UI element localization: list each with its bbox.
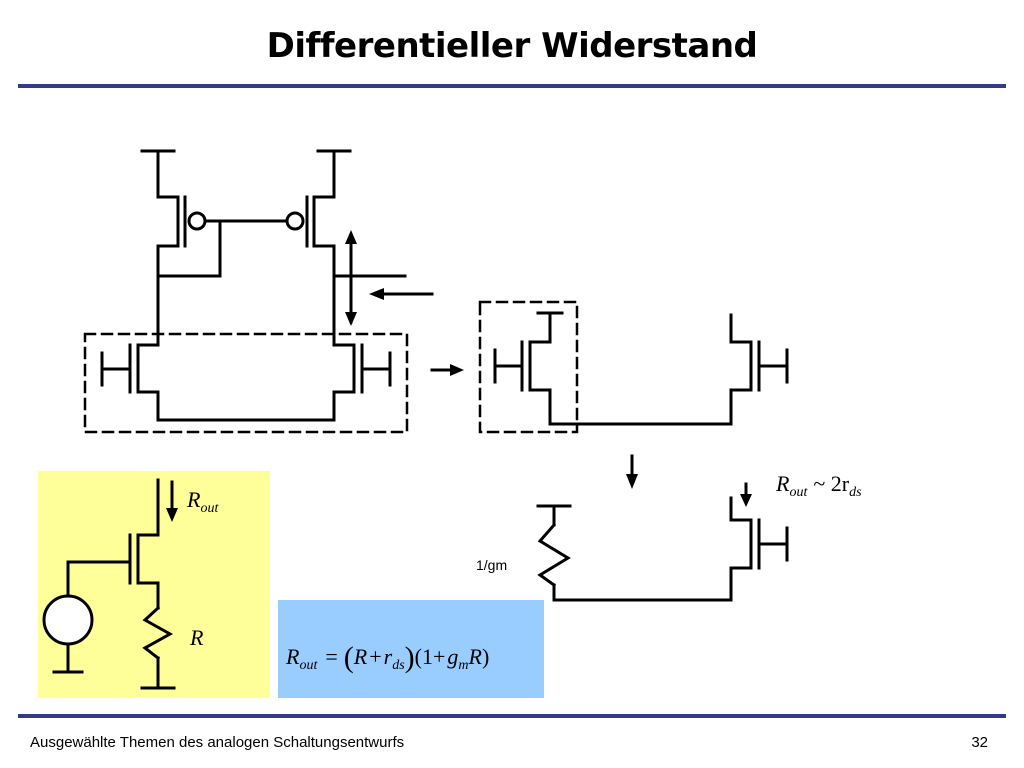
rout-formula: Rout=(R+rds)(1+gmR) (285, 641, 489, 674)
pmos-left-transistor (140, 149, 207, 248)
rout-arrow-bottom (740, 482, 752, 507)
gm-resistance-label: 1/gm (476, 557, 507, 573)
rout-label-yellow: Rout (186, 487, 219, 516)
bottom-right-transistor (729, 496, 789, 602)
footer-divider (18, 714, 1006, 718)
dashed-box-single-transistor (478, 300, 579, 434)
pmos-right-transistor (285, 149, 352, 248)
pmos-gate-wires (156, 219, 407, 347)
bottom-resistor-1-gm (536, 504, 572, 602)
dashed-box-diff-pair (83, 332, 409, 434)
footer-course-title: Ausgewählte Themen des analogen Schaltun… (30, 734, 405, 751)
resistor-r-label: R (189, 625, 204, 650)
probe-arrow-left (369, 288, 434, 300)
rout-arrow-yellow (166, 480, 178, 522)
blue-formula-panel (278, 600, 544, 698)
yellow-circuit (42, 478, 176, 690)
middle-left-transistor (493, 311, 564, 426)
transform-arrow-right (430, 364, 464, 376)
current-arrow-down (345, 280, 357, 326)
slide-title: Differentieller Widerstand (266, 26, 758, 66)
nmos-differential-pair (100, 343, 392, 422)
title-divider (18, 84, 1006, 88)
page-number: 32 (971, 734, 988, 751)
rout-approx-label: Rout~ 2rds (775, 471, 862, 500)
middle-right-transistor (729, 313, 789, 426)
transform-arrow-down (626, 454, 638, 489)
